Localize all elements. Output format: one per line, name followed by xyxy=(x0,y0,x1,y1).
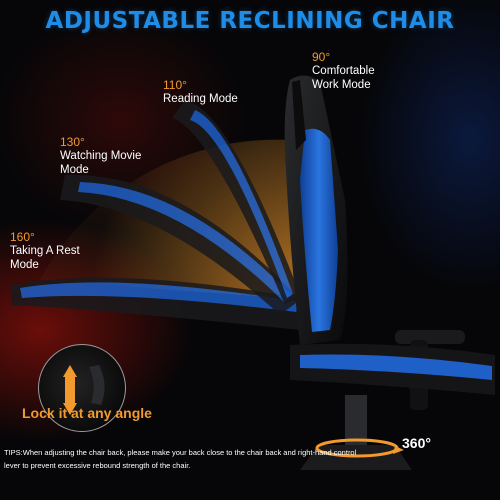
mode-text: Reading Mode xyxy=(163,93,238,105)
mode-text: Comfortable Work Mode xyxy=(312,65,375,91)
mode-text: Taking A Rest Mode xyxy=(10,245,80,271)
mode-label-160: 160° Taking A Rest Mode xyxy=(10,230,80,272)
mode-angle: 110° xyxy=(163,78,187,92)
tips-text: TIPS:When adjusting the chair back, plea… xyxy=(4,448,357,470)
mode-label-130: 130° Watching Movie Mode xyxy=(60,135,141,177)
lever-icon xyxy=(63,365,105,415)
ghost-back-110 xyxy=(172,100,300,305)
mode-angle: 160° xyxy=(10,230,35,244)
lever-closeup xyxy=(38,344,126,432)
mode-text: Watching Movie Mode xyxy=(60,150,142,176)
mode-angle: 130° xyxy=(60,135,85,149)
mode-label-110: 110° Reading Mode xyxy=(163,78,238,106)
mode-label-90: 90° Comfortable Work Mode xyxy=(312,50,375,92)
ghost-back-160 xyxy=(10,277,310,330)
lock-caption: Lock it at any angle xyxy=(22,405,152,421)
chair-back-upright xyxy=(284,75,348,346)
mode-angle: 90° xyxy=(312,50,331,64)
rotation-caption: 360° xyxy=(402,435,431,451)
chair-base xyxy=(300,395,412,470)
page-title: ADJUSTABLE RECLINING CHAIR xyxy=(45,8,455,34)
chair-seat xyxy=(290,343,495,395)
ghost-back-130 xyxy=(60,174,300,315)
rotation-arrow-icon xyxy=(393,446,404,454)
